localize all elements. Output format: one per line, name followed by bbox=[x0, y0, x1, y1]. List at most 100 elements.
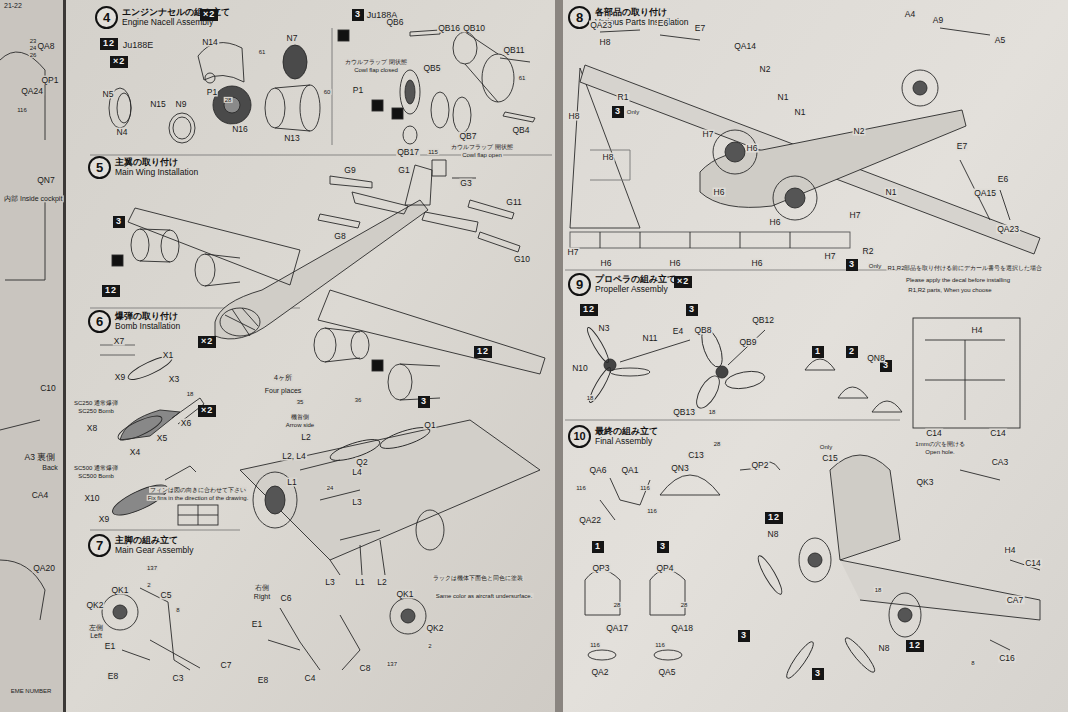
part-label: C6 bbox=[280, 594, 293, 603]
step-title-en: Bomb Installation bbox=[115, 322, 180, 332]
part-label: SC500 通常爆弾 bbox=[73, 465, 119, 471]
part-label: 8 bbox=[175, 607, 180, 613]
part-label: 28 bbox=[613, 602, 622, 608]
part-label: H4 bbox=[971, 326, 984, 335]
part-label: 18 bbox=[186, 391, 195, 397]
chip-text: 3 bbox=[741, 630, 747, 640]
step-title-ja: 主翼の取り付け bbox=[115, 157, 198, 167]
step-number: 9 bbox=[568, 273, 591, 296]
part-label: C15 bbox=[821, 454, 839, 463]
part-label: カウルフラップ 閉状態 bbox=[344, 59, 408, 65]
part-label: QB13 bbox=[672, 408, 696, 417]
part-label: H7 bbox=[849, 211, 862, 220]
part-label: Fix fins in the direction of the drawing… bbox=[147, 495, 250, 501]
part-label: R1 bbox=[617, 93, 630, 102]
step-number: 10 bbox=[568, 425, 591, 448]
part-label: QA17 bbox=[605, 624, 629, 633]
part-label: A5 bbox=[994, 36, 1006, 45]
step-heading: 10最終の組み立てFinal Assembly bbox=[568, 425, 658, 448]
part-label: G10 bbox=[513, 255, 531, 264]
variant-chip: 3 bbox=[352, 9, 364, 21]
chip-text: ×2 bbox=[201, 405, 213, 415]
part-label: H6 bbox=[713, 188, 726, 197]
part-label: QP4 bbox=[655, 564, 674, 573]
part-label: E6 bbox=[997, 175, 1009, 184]
part-label: 機首側 bbox=[290, 414, 310, 420]
part-label: QP2 bbox=[750, 461, 769, 470]
part-label: 内部 Inside cockpit bbox=[3, 195, 63, 202]
part-label: N3 bbox=[598, 324, 611, 333]
part-label: 36 bbox=[354, 397, 363, 403]
part-label: QK3 bbox=[915, 478, 934, 487]
part-label: C14 bbox=[989, 429, 1007, 438]
part-label: 18 bbox=[874, 587, 883, 593]
part-label: H6 bbox=[600, 259, 613, 268]
part-label: X9 bbox=[114, 373, 126, 382]
part-label: QA8 bbox=[36, 42, 55, 51]
part-label: G3 bbox=[459, 179, 472, 188]
chip-text: 1 bbox=[595, 541, 601, 551]
part-label: L2 bbox=[376, 578, 387, 587]
variant-chip: 3 bbox=[686, 304, 698, 316]
step-number: 7 bbox=[88, 534, 111, 557]
chip-text: ×2 bbox=[203, 9, 215, 19]
part-label: H6 bbox=[751, 259, 764, 268]
part-label: 137 bbox=[146, 565, 158, 571]
part-label: H4 bbox=[1004, 546, 1017, 555]
part-label: QB16 bbox=[437, 24, 461, 33]
part-label: 61 bbox=[518, 75, 527, 81]
part-label: QA2 bbox=[590, 668, 609, 677]
part-label: QP3 bbox=[591, 564, 610, 573]
part-label: C7 bbox=[220, 661, 233, 670]
part-label: QB17 bbox=[396, 148, 420, 157]
part-label: C13 bbox=[687, 451, 705, 460]
part-label: QN7 bbox=[36, 176, 55, 185]
part-label: 28 bbox=[224, 97, 233, 103]
part-label: N7 bbox=[286, 34, 299, 43]
part-label: N16 bbox=[231, 125, 249, 134]
chip-text: 3 bbox=[689, 304, 695, 314]
part-label: N11 bbox=[642, 334, 659, 343]
step-title-en: Main Wing Installation bbox=[115, 168, 198, 178]
part-label: X8 bbox=[86, 424, 98, 433]
part-label: C10 bbox=[39, 384, 57, 393]
variant-chip: 3 bbox=[612, 106, 624, 118]
part-label: X10 bbox=[83, 494, 100, 503]
part-label: SC250 Bomb bbox=[77, 408, 115, 414]
part-label: N5 bbox=[102, 90, 115, 99]
step-title-ja: 主脚の組み立て bbox=[115, 535, 193, 545]
part-label: 61 bbox=[258, 49, 267, 55]
part-label: X4 bbox=[129, 448, 141, 457]
variant-chip: ×2 bbox=[674, 276, 692, 288]
part-label: N4 bbox=[116, 128, 129, 137]
part-label: 右側 bbox=[254, 584, 270, 591]
part-label: C4 bbox=[304, 674, 317, 683]
part-label: L2, L4 bbox=[281, 452, 307, 461]
part-label: QB6 bbox=[385, 18, 404, 27]
step-number: 8 bbox=[568, 6, 591, 29]
part-label: 1mmの穴を開ける bbox=[914, 441, 965, 447]
part-label: X5 bbox=[156, 434, 168, 443]
chip-text: ×2 bbox=[201, 336, 213, 346]
part-label: Same color as aircraft undersurface. bbox=[435, 593, 534, 599]
part-label: QA24 bbox=[20, 87, 44, 96]
step-title-ja: 爆弾の取り付け bbox=[115, 311, 180, 321]
part-label: H8 bbox=[568, 112, 581, 121]
part-label: QA23 bbox=[996, 225, 1020, 234]
part-label: 26 bbox=[29, 52, 38, 58]
part-label: EME NUMBER bbox=[10, 688, 53, 694]
part-label: Q1 bbox=[423, 421, 436, 430]
step-title-en: Main Gear Assembly bbox=[115, 546, 193, 556]
step-number: 5 bbox=[88, 156, 111, 179]
part-label: QA1 bbox=[620, 466, 639, 475]
part-label: SC500 Bomb bbox=[77, 473, 115, 479]
variant-chip: 1 bbox=[592, 541, 604, 553]
step-title-en: Final Assembly bbox=[595, 437, 658, 447]
part-label: 8 bbox=[970, 660, 975, 666]
step-title-ja: プロペラの組み立て bbox=[595, 274, 676, 284]
chip-text: 12 bbox=[583, 304, 595, 314]
part-label: E7 bbox=[694, 24, 706, 33]
part-label: N10 bbox=[571, 364, 589, 373]
step-title: 最終の組み立てFinal Assembly bbox=[595, 426, 658, 446]
part-label: N1 bbox=[885, 188, 898, 197]
